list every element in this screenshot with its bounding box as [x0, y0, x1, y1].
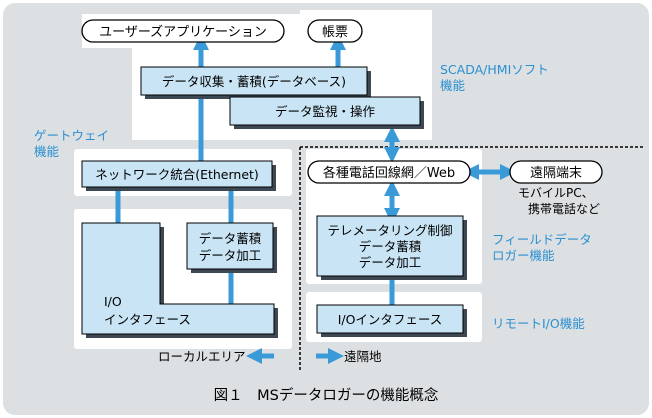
telemetering-box	[316, 215, 464, 277]
field-logger-annotation-1: フィールドデータ	[492, 232, 592, 247]
data-collection-box	[140, 66, 368, 96]
io-left-box	[81, 222, 275, 335]
report-pill	[307, 19, 363, 43]
local-area-label: ローカルエリア	[158, 349, 246, 364]
store-process-left-box	[186, 222, 274, 270]
network-label: ネットワーク統合(Ethernet)	[95, 167, 259, 182]
figure-caption: 図１ MSデータロガーの機能概念	[214, 386, 439, 404]
comm-network-label: 各種電話回線網／Web	[323, 165, 455, 181]
data-monitor-box	[229, 96, 421, 126]
report-label: 帳票	[322, 25, 348, 40]
telemetering-label-3: データ加工	[359, 255, 422, 270]
io-left-label-2: インタフェース	[104, 312, 191, 327]
remote-terminal-label: 遠隔端末	[530, 166, 582, 181]
data-collection-label: データ収集・蓄積(データベース)	[162, 74, 346, 89]
remote-terminal-pill	[509, 160, 603, 184]
user-apps-pill	[81, 19, 285, 43]
data-monitor-label: データ監視・操作	[275, 104, 376, 119]
io-right-label: I/Oインタフェース	[338, 312, 443, 327]
mobile-annotation-1: モバイルPC、	[518, 186, 594, 200]
telemetering-label-1: テレメータリング制御	[327, 223, 452, 238]
remote-site-label: 遠隔地	[344, 349, 382, 364]
telemetering-label-2: データ蓄積	[359, 239, 422, 254]
user-apps-label: ユーザーズアプリケーション	[99, 24, 267, 40]
network-box	[81, 160, 273, 188]
scada-annotation-1: SCADA/HMIソフト	[440, 62, 549, 77]
remote-io-annotation: リモートI/O機能	[492, 316, 585, 331]
io-left-label-1: I/O	[104, 294, 122, 309]
gateway-annotation-2: 機能	[34, 144, 60, 159]
field-logger-annotation-2: ロガー機能	[492, 248, 555, 263]
mobile-annotation-2: 携帯電話など	[528, 201, 600, 216]
store-process-left-label-2: データ加工	[199, 248, 262, 263]
gateway-annotation-1: ゲートウェイ	[34, 128, 109, 143]
store-process-left-label-1: データ蓄積	[199, 231, 262, 246]
comm-network-pill	[307, 160, 471, 184]
io-right-box	[316, 304, 464, 334]
scada-annotation-2: 機能	[440, 78, 466, 93]
